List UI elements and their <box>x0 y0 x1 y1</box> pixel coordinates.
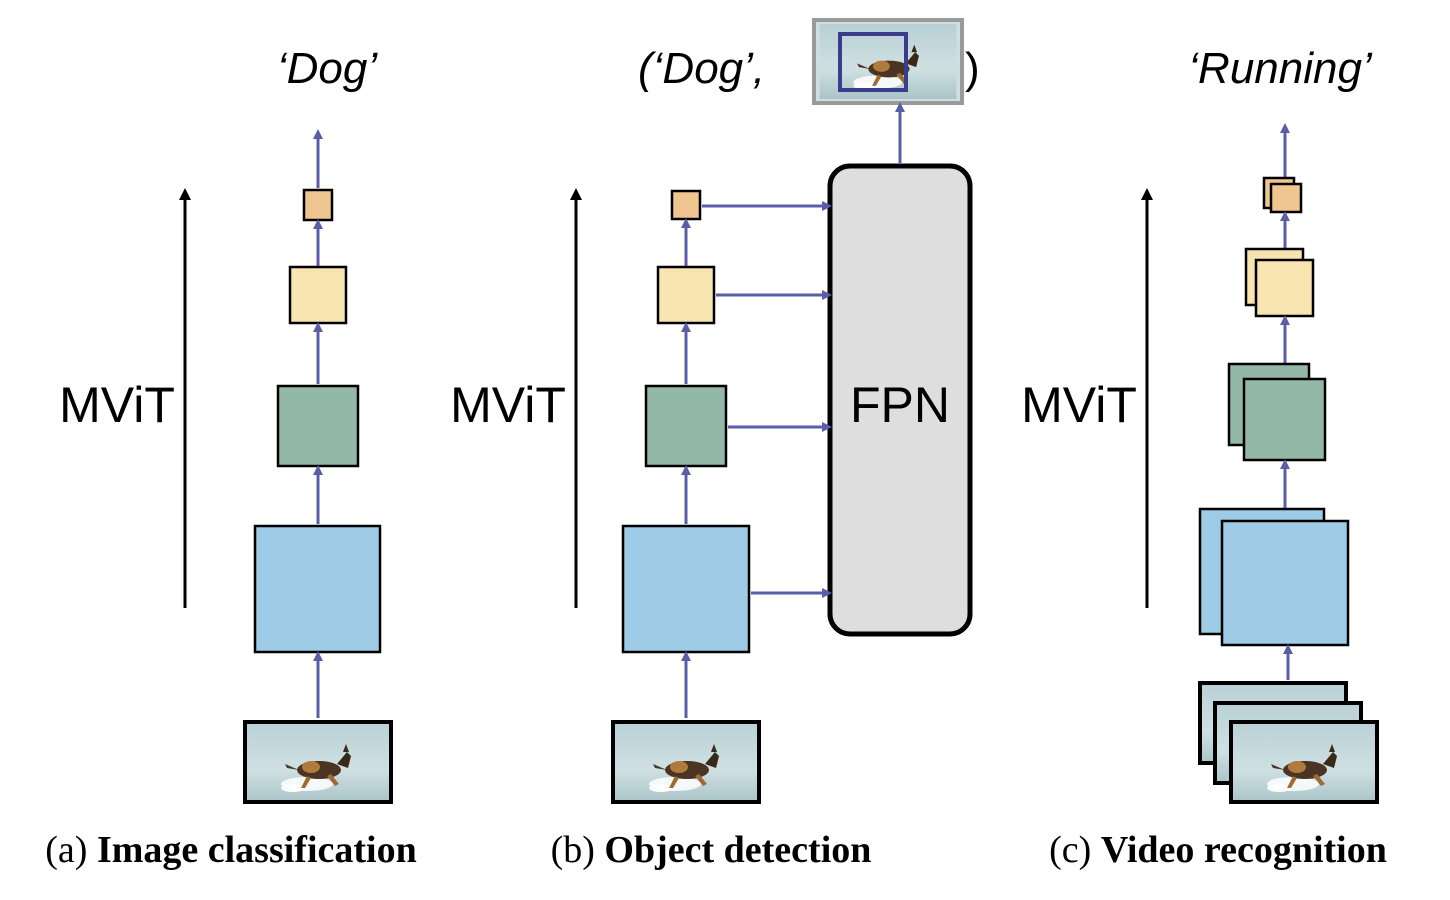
panel-b-backbone-label: MViT <box>450 377 566 433</box>
panel-b-fpn-label: FPN <box>850 377 950 433</box>
panel-b-fpn-block <box>827 163 973 637</box>
panel-b-stage1-block <box>621 524 751 654</box>
panel-b-bounding-box <box>838 32 908 92</box>
panel-b-output-label-close: ) <box>965 44 980 93</box>
panel-c-stage2-block <box>1227 362 1327 462</box>
panel-b-output-box-image <box>812 18 964 105</box>
panel-c-stage1-block <box>1198 507 1350 647</box>
panel-a-stage4-block <box>302 188 334 222</box>
panel-b-stage3-block <box>656 265 716 325</box>
panel-a-stage3-block <box>288 265 348 325</box>
panel-a: ‘Dog’ MViT (a) Image classification <box>45 44 416 871</box>
panel-a-stage1-block <box>253 524 382 654</box>
panel-c-backbone-label: MViT <box>1021 377 1137 433</box>
panel-b-output-label-open: (‘Dog’, <box>638 44 765 93</box>
panel-b-stage2-block <box>644 384 728 468</box>
panel-c-stage4-block <box>1262 176 1303 214</box>
panel-a-output-label: ‘Dog’ <box>277 44 378 93</box>
panel-b-input-image <box>611 720 761 804</box>
panel-c-caption: (c) Video recognition <box>1049 829 1387 871</box>
panel-c-stage3-block <box>1244 247 1315 318</box>
panel-a-caption: (a) Image classification <box>45 829 416 871</box>
panel-c-input-video-frames <box>1198 681 1379 804</box>
panel-a-backbone-label: MViT <box>59 377 175 433</box>
panel-b-stage4-block <box>670 189 702 221</box>
panel-c: ‘Running’ MViT <box>1021 44 1387 871</box>
panel-c-output-label: ‘Running’ <box>1188 44 1373 93</box>
panel-a-input-image <box>243 720 393 804</box>
panel-b-caption: (b) Object detection <box>551 829 872 871</box>
panel-a-stage2-block <box>276 384 360 468</box>
panel-b: (‘Dog’, ) MViT FPN (b) Object detection <box>450 18 980 871</box>
